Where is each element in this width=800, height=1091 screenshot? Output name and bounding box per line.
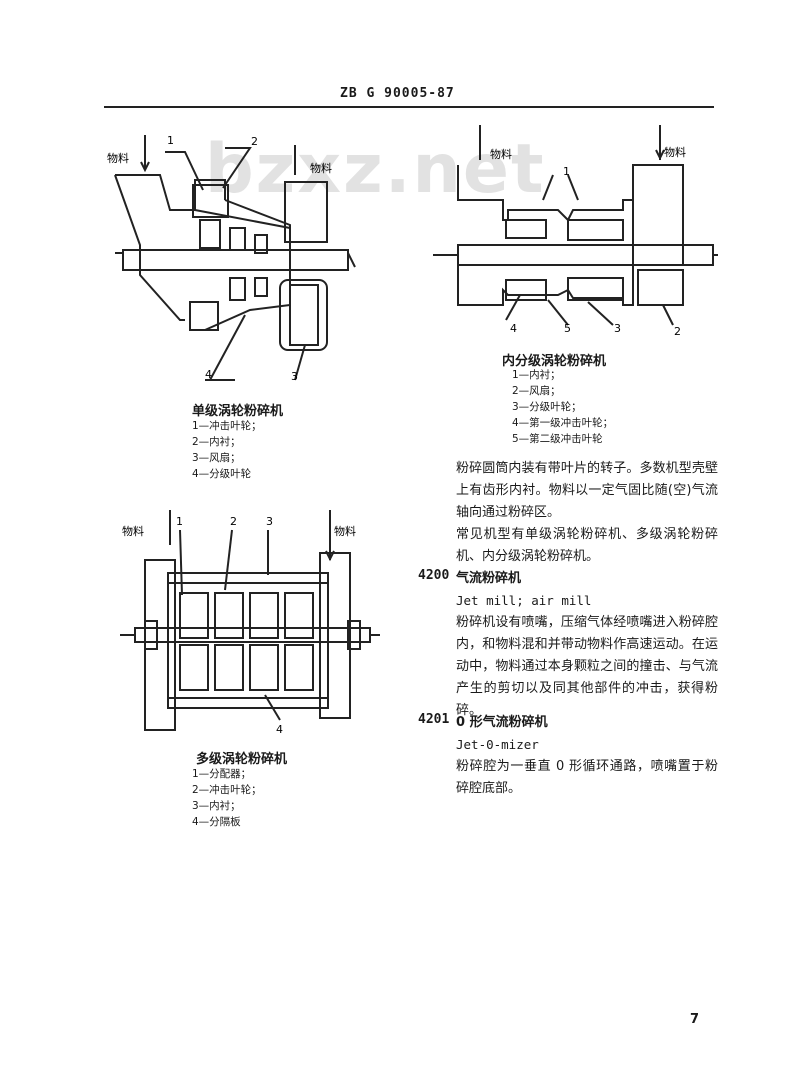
- fig1-legend-item: 4—分级叶轮: [192, 468, 252, 480]
- fig2-caption: 内分级涡轮粉碎机: [502, 354, 607, 369]
- fig3-caption: 多级涡轮粉碎机: [196, 752, 288, 767]
- fig1-callout-3: 3: [291, 370, 298, 383]
- fig1-legend-item: 1—冲击叶轮；: [192, 420, 262, 432]
- entry-4201-text: 粉碎腔为一垂直 0 形循环通路，喷嘴置于粉碎腔底部。: [456, 759, 718, 796]
- fig1-caption: 单级涡轮粉碎机: [192, 404, 284, 419]
- fig2-callout-3: 3: [614, 322, 621, 335]
- fig3-callout-1: 1: [176, 515, 183, 528]
- fig3-legend-item: 4—分隔板: [192, 816, 241, 828]
- figure-internal-classifier-turbo-mill: 物料 物料 1 2 3 4 5: [428, 120, 718, 350]
- fig3-legend-item: 3—内衬；: [192, 800, 241, 812]
- fig3-legend-item: 1—分配器；: [192, 768, 252, 780]
- fig2-legend: 1—内衬； 2—风扇； 3—分级叶轮； 4—第一级冲击叶轮； 5—第二级冲击叶轮: [512, 367, 613, 447]
- fig1-callout-4: 4: [205, 368, 212, 381]
- entry-4200-english: Jet mill; air mill: [456, 593, 592, 608]
- fig3-callout-4: 4: [276, 723, 283, 736]
- fig2-material-left: 物料: [490, 147, 512, 161]
- watermark: bzxz.net: [205, 130, 546, 209]
- entry-4200-text: 粉碎机设有喷嘴，压缩气体经喷嘴进入粉碎腔内，和物料混和并带动物料作高速运动。在运…: [456, 615, 718, 718]
- fig1-material-left: 物料: [107, 151, 129, 165]
- header-rule: [104, 106, 714, 108]
- fig2-legend-item: 5—第二级冲击叶轮: [512, 433, 603, 445]
- page-number: 7: [690, 1012, 700, 1027]
- figure-multistage-turbo-mill: 物料 物料 1 2 3 4: [120, 505, 380, 740]
- entry-4200-number: 4200: [418, 568, 450, 583]
- fig2-material-right: 物料: [664, 145, 686, 159]
- fig3-callout-2: 2: [230, 515, 237, 528]
- body-paragraph-1: 粉碎圆筒内装有带叶片的转子。多数机型壳壁上有齿形内衬。物料以一定气固比随(空)气…: [456, 458, 718, 524]
- body-paragraph-2: 常见机型有单级涡轮粉碎机、多级涡轮粉碎机、内分级涡轮粉碎机。: [456, 524, 718, 568]
- fig1-legend: 1—冲击叶轮； 2—内衬； 3—风扇； 4—分级叶轮: [192, 418, 262, 482]
- paragraph: 常见机型有单级涡轮粉碎机、多级涡轮粉碎机、内分级涡轮粉碎机。: [456, 527, 718, 564]
- fig2-legend-item: 3—分级叶轮；: [512, 401, 582, 413]
- fig1-legend-item: 3—风扇；: [192, 452, 241, 464]
- fig1-callout-2: 2: [251, 135, 258, 148]
- fig1-legend-item: 2—内衬；: [192, 436, 241, 448]
- fig2-callout-5: 5: [564, 322, 571, 335]
- entry-4200-title: 气流粉碎机: [456, 571, 522, 586]
- fig3-material-left: 物料: [122, 524, 144, 538]
- fig3-legend: 1—分配器； 2—冲击叶轮； 3—内衬； 4—分隔板: [192, 766, 262, 830]
- fig2-legend-item: 4—第一级冲击叶轮；: [512, 417, 614, 429]
- fig3-material-right: 物料: [334, 524, 356, 538]
- fig1-material-right: 物料: [310, 161, 332, 175]
- entry-4200: 气流粉碎机 Jet mill; air mill 粉碎机设有喷嘴，压缩气体经喷嘴…: [456, 568, 718, 722]
- fig2-callout-1: 1: [563, 165, 570, 178]
- document-code: ZB G 90005-87: [340, 86, 455, 101]
- figure-single-stage-turbo-mill: 物料 物料 1 2 3 4: [105, 130, 365, 395]
- fig1-callout-1: 1: [167, 134, 174, 147]
- entry-4201-title: 0 形气流粉碎机: [456, 715, 548, 730]
- entry-4201: 0 形气流粉碎机 Jet-0-mizer 粉碎腔为一垂直 0 形循环通路，喷嘴置…: [456, 712, 718, 800]
- fig2-legend-item: 1—内衬；: [512, 369, 561, 381]
- fig3-legend-item: 2—冲击叶轮；: [192, 784, 262, 796]
- fig2-callout-2: 2: [674, 325, 681, 338]
- entry-4201-english: Jet-0-mizer: [456, 737, 539, 752]
- paragraph: 粉碎圆筒内装有带叶片的转子。多数机型壳壁上有齿形内衬。物料以一定气固比随(空)气…: [456, 461, 718, 520]
- fig3-callout-3: 3: [266, 515, 273, 528]
- fig2-legend-item: 2—风扇；: [512, 385, 561, 397]
- fig2-callout-4: 4: [510, 322, 517, 335]
- entry-4201-number: 4201: [418, 712, 450, 727]
